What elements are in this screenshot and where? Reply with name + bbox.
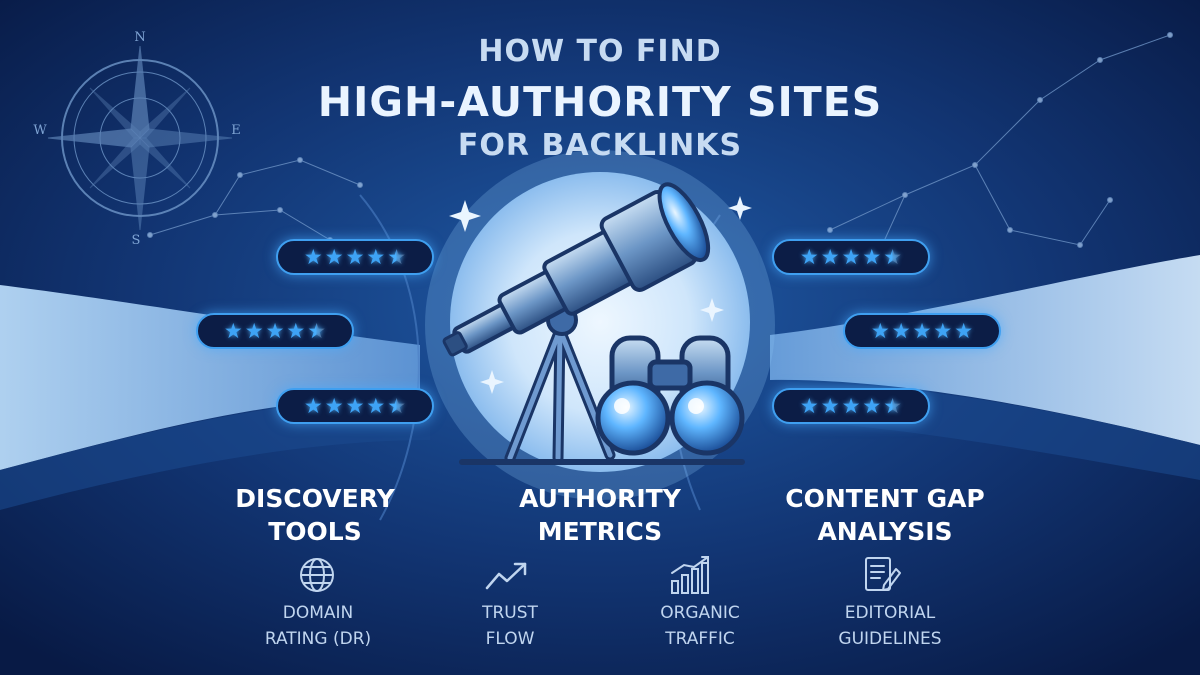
star-full-icon: ★ <box>244 318 264 343</box>
star-half-icon: ★ <box>883 244 903 269</box>
rating-pill-left-1: ★★★★★ <box>276 239 434 275</box>
category-line: Tools <box>268 517 362 546</box>
metric-line: Trust <box>482 603 538 623</box>
title-line-2: High-Authority Sites <box>317 78 883 126</box>
metric-trust-flow: Trust Flow <box>430 600 590 652</box>
title-line-1: How to Find <box>478 34 722 69</box>
star-full-icon: ★ <box>286 318 306 343</box>
trend-up-icon <box>485 562 527 590</box>
star-half-icon: ★ <box>307 318 327 343</box>
compass-east-label: E <box>231 123 241 138</box>
constellation-right <box>827 32 1173 253</box>
star-full-icon: ★ <box>841 393 861 418</box>
star-full-icon: ★ <box>345 244 365 269</box>
star-full-icon: ★ <box>366 244 386 269</box>
compass-west-label: W <box>33 123 47 138</box>
metric-line: Editorial <box>844 603 936 623</box>
telescope-icon <box>442 182 711 464</box>
star-full-icon: ★ <box>799 244 819 269</box>
metric-line: Flow <box>485 629 535 649</box>
star-full-icon: ★ <box>820 244 840 269</box>
sparkles <box>449 196 752 394</box>
star-full-icon: ★ <box>366 393 386 418</box>
star-full-icon: ★ <box>954 318 974 343</box>
metric-editorial-guidelines: Editorial Guidelines <box>790 600 990 652</box>
category-discovery-tools: Discovery Tools <box>190 482 440 548</box>
compass-south-label: S <box>132 233 141 248</box>
star-full-icon: ★ <box>303 244 323 269</box>
wave-right <box>770 255 1200 445</box>
compass-rose <box>47 45 233 231</box>
category-authority-metrics: Authority Metrics <box>475 482 725 548</box>
star-full-icon: ★ <box>324 393 344 418</box>
star-full-icon: ★ <box>891 318 911 343</box>
binoculars-icon <box>595 335 745 456</box>
star-full-icon: ★ <box>933 318 953 343</box>
rating-pill-right-2: ★★★★★ <box>843 313 1001 349</box>
category-line: Discovery <box>235 484 395 513</box>
category-line: Metrics <box>537 517 663 546</box>
rating-pill-right-1: ★★★★★ <box>772 239 930 275</box>
star-full-icon: ★ <box>870 318 890 343</box>
star-full-icon: ★ <box>862 393 882 418</box>
star-half-icon: ★ <box>387 393 407 418</box>
compass-north-label: N <box>134 30 145 45</box>
star-full-icon: ★ <box>799 393 819 418</box>
metric-line: Traffic <box>665 629 735 649</box>
rating-pill-left-2: ★★★★★ <box>196 313 354 349</box>
category-line: Analysis <box>817 517 953 546</box>
star-full-icon: ★ <box>820 393 840 418</box>
star-half-icon: ★ <box>387 244 407 269</box>
metric-line: Organic <box>660 603 740 623</box>
star-full-icon: ★ <box>223 318 243 343</box>
metric-line: Domain <box>282 603 354 623</box>
category-line: Content Gap <box>785 484 985 513</box>
bar-chart-icon <box>671 556 709 594</box>
star-half-icon: ★ <box>883 393 903 418</box>
document-pencil-icon <box>865 557 901 591</box>
star-full-icon: ★ <box>912 318 932 343</box>
metric-line: Guidelines <box>838 629 942 649</box>
metric-organic-traffic: Organic Traffic <box>610 600 790 652</box>
star-full-icon: ★ <box>265 318 285 343</box>
star-full-icon: ★ <box>345 393 365 418</box>
rating-pill-left-3: ★★★★★ <box>276 388 434 424</box>
metric-domain-rating: Domain Rating (DR) <box>228 600 408 652</box>
globe-icon <box>300 558 334 592</box>
star-full-icon: ★ <box>841 244 861 269</box>
star-full-icon: ★ <box>324 244 344 269</box>
title-line-3: for Backlinks <box>457 128 743 163</box>
rating-pill-right-3: ★★★★★ <box>772 388 930 424</box>
category-line: Authority <box>519 484 681 513</box>
metric-line: Rating (DR) <box>264 629 372 649</box>
star-full-icon: ★ <box>862 244 882 269</box>
star-full-icon: ★ <box>303 393 323 418</box>
category-content-gap-analysis: Content Gap Analysis <box>740 482 1030 548</box>
